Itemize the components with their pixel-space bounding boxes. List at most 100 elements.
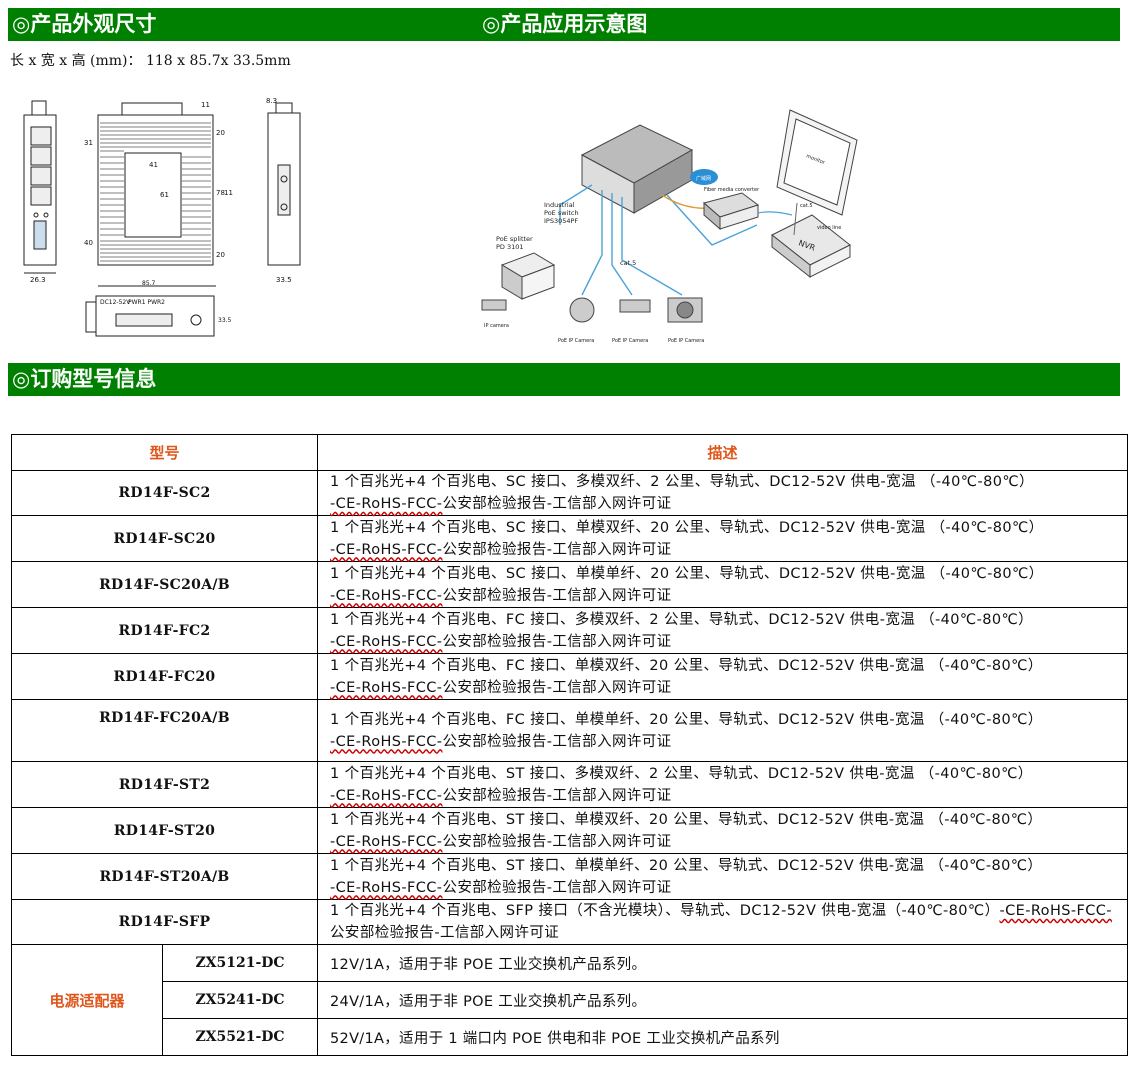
model-cell: RD14F-SC2 — [10, 470, 319, 516]
adapter-row: ZX5241-DC 24V/1A，适用于非 POE 工业交换机产品系列。 — [12, 981, 1129, 1019]
power-adapter-label: 电源适配器 — [11, 944, 163, 1056]
description-line-2: -CE-RoHS-FCC-公安部检验报告-工信部入网许可证 — [330, 585, 1127, 607]
cert-text: -CE-RoHS-FCC- — [999, 903, 1112, 919]
section-title-dimensions: ◎产品外观尺寸 — [12, 12, 157, 36]
model-cell: RD14F-FC20A/B — [10, 699, 319, 762]
cloud-icon: 广域网 — [690, 169, 718, 185]
report-text: 公安部检验报告-工信部入网许可证 — [442, 633, 672, 650]
section-title-ordering: ◎订购型号信息 — [12, 367, 157, 391]
description-line-1: 1 个百兆光+4 个百兆电、FC 接口、多模双纤、2 公里、导轨式、DC12-5… — [330, 611, 1034, 628]
table-row: RD14F-ST20A/B 1 个百兆光+4 个百兆电、ST 接口、单模单纤、2… — [10, 853, 1129, 900]
report-text: 公安部检验报告-工信部入网许可证 — [442, 496, 672, 512]
adapter-model-cell: ZX5121-DC — [161, 944, 319, 982]
dim-40-label: 40 — [84, 239, 93, 247]
adapter-model-cell: ZX5241-DC — [161, 981, 319, 1019]
report-text: 公安部检验报告-工信部入网许可证 — [442, 733, 672, 750]
application-diagram: 广域网 Industrial PoE switch IPS3054PF PoE … — [481, 109, 858, 344]
dome-camera-icon — [569, 297, 595, 323]
cert-text: -CE-RoHS-FCC- — [330, 733, 443, 750]
poe-camera-label-3: PoE IP Camera — [668, 338, 704, 344]
poe-splitter-icon — [500, 252, 556, 300]
ip-camera-icon — [481, 299, 507, 311]
description-cell: 1 个百兆光+4 个百兆电、ST 接口、单模双纤、20 公里、导轨式、DC12-… — [317, 807, 1129, 854]
report-text: 公安部检验报告-工信部入网许可证 — [442, 879, 672, 896]
rear-side-drawing: 8.3 33.5 — [266, 97, 301, 284]
svg-text:广域网: 广域网 — [696, 175, 711, 182]
description-cell: 1 个百兆光+4 个百兆电、FC 接口、多模双纤、2 公里、导轨式、DC12-5… — [317, 607, 1129, 654]
dimensions-text: 长 x 宽 x 高 (mm)： 118 x 85.7x 33.5mm — [10, 53, 291, 69]
video-line-label: video line — [817, 225, 841, 231]
adapter-model-cell: ZX5521-DC — [161, 1018, 319, 1056]
description-cell: 1 个百兆光+4 个百兆电、ST 接口、单模单纤、20 公里、导轨式、DC12-… — [317, 853, 1129, 900]
section-banner-ordering: ◎订购型号信息 — [8, 363, 1120, 396]
description-cell: 1 个百兆光+4 个百兆电、SFP 接口（不含光模块）、导轨式、DC12-52V… — [317, 899, 1129, 945]
table-row: RD14F-FC2 1 个百兆光+4 个百兆电、FC 接口、多模双纤、2 公里、… — [10, 607, 1129, 654]
dim-118-label: 118 — [224, 189, 233, 197]
dim-20a-label: 20 — [216, 129, 225, 137]
bottom-width-label: 85.7 — [142, 280, 156, 287]
cert-text: -CE-RoHS-FCC- — [330, 633, 443, 650]
dim-20b-label: 20 — [216, 251, 225, 259]
splitter-label-2: PD 3101 — [496, 243, 524, 251]
front-width-label: 26.3 — [30, 276, 46, 284]
description-cell: 1 个百兆光+4 个百兆电、SC 接口、多模双纤、2 公里、导轨式、DC12-5… — [317, 470, 1129, 516]
adapter-description-cell: 52V/1A，适用于 1 端口内 POE 供电和非 POE 工业交换机产品系列 — [317, 1018, 1129, 1056]
description-cell: 1 个百兆光+4 个百兆电、FC 接口、单模单纤、20 公里、导轨式、DC12-… — [317, 699, 1129, 762]
rear-top-label: 8.3 — [266, 97, 277, 105]
media-converter-icon — [702, 192, 760, 231]
cert-text: -CE-RoHS-FCC- — [330, 833, 443, 850]
description-line-2: -CE-RoHS-FCC-公安部检验报告-工信部入网许可证 — [330, 677, 1127, 699]
model-cell: RD14F-FC2 — [10, 607, 319, 654]
adapter-description-cell: 24V/1A，适用于非 POE 工业交换机产品系列。 — [317, 981, 1129, 1019]
description-line-1: 1 个百兆光+4 个百兆电、SFP 接口（不含光模块）、导轨式、DC12-52V… — [330, 903, 1112, 919]
table-row: RD14F-SC2 1 个百兆光+4 个百兆电、SC 接口、多模双纤、2 公里、… — [10, 470, 1129, 516]
section-banner-appearance: ◎产品外观尺寸 ◎产品应用示意图 — [8, 8, 1120, 41]
description-line-1: 1 个百兆光+4 个百兆电、SC 接口、单模双纤、20 公里、导轨式、DC12-… — [330, 519, 1044, 536]
description-line-1: 1 个百兆光+4 个百兆电、ST 接口、单模双纤、20 公里、导轨式、DC12-… — [330, 811, 1043, 828]
adapter-row: ZX5521-DC 52V/1A，适用于 1 端口内 POE 供电和非 POE … — [12, 1018, 1129, 1056]
dim-61-label: 61 — [160, 191, 169, 199]
description-cell: 1 个百兆光+4 个百兆电、SC 接口、单模双纤、20 公里、导轨式、DC12-… — [317, 515, 1129, 562]
report-text: 公安部检验报告-工信部入网许可证 — [442, 587, 672, 604]
dim-41-label: 41 — [149, 161, 158, 169]
cert-text: -CE-RoHS-FCC- — [330, 679, 443, 696]
description-line-1: 1 个百兆光+4 个百兆电、FC 接口、单模双纤、20 公里、导轨式、DC12-… — [330, 657, 1043, 674]
description-line-1: 1 个百兆光+4 个百兆电、SC 接口、多模双纤、2 公里、导轨式、DC12-5… — [330, 474, 1034, 490]
bottom-label-2: PWR1 PWR2 — [128, 299, 165, 306]
bottom-view-drawing: 85.7 DC12-52V PWR1 PWR2 33.5 — [85, 280, 232, 337]
table-row: RD14F-SC20 1 个百兆光+4 个百兆电、SC 接口、单模双纤、20 公… — [10, 515, 1129, 562]
converter-label: Fiber media converter — [704, 187, 760, 193]
report-text: 公安部检验报告-工信部入网许可证 — [442, 787, 672, 804]
switch-label-2: PoE switch — [544, 209, 579, 217]
bullet-camera-icon — [619, 299, 651, 313]
description-line-2: -CE-RoHS-FCC-公安部检验报告-工信部入网许可证 — [330, 831, 1127, 853]
table-row: RD14F-FC20A/B 1 个百兆光+4 个百兆电、FC 接口、单模单纤、2… — [10, 699, 1129, 762]
description-line-2: 公安部检验报告-工信部入网许可证 — [330, 925, 560, 941]
model-cell: RD14F-ST2 — [10, 761, 319, 808]
model-cell: RD14F-ST20 — [10, 807, 319, 854]
cert-text: -CE-RoHS-FCC- — [330, 541, 443, 558]
model-cell: RD14F-ST20A/B — [10, 853, 319, 900]
ordering-table: 型号 描述 RD14F-SC2 1 个百兆光+4 个百兆电、SC 接口、多模双纤… — [10, 434, 1129, 1056]
bottom-height-label: 33.5 — [218, 317, 232, 324]
cert-text: -CE-RoHS-FCC- — [330, 787, 443, 804]
table-row: RD14F-FC20 1 个百兆光+4 个百兆电、FC 接口、单模双纤、20 公… — [10, 653, 1129, 700]
splitter-label-1: PoE splitter — [496, 235, 533, 243]
dim-78-label: 78 — [216, 189, 225, 197]
description-line-2: -CE-RoHS-FCC-公安部检验报告-工信部入网许可证 — [330, 631, 1127, 653]
rear-width-label: 33.5 — [276, 276, 292, 284]
switch-label-3: IPS3054PF — [544, 217, 578, 225]
adapter-row: 电源适配器 ZX5121-DC 12V/1A，适用于非 POE 工业交换机产品系… — [11, 944, 1129, 1056]
model-cell: RD14F-SFP — [10, 899, 319, 945]
model-cell: RD14F-SC20 — [10, 515, 319, 562]
dim-11-label: 11 — [201, 101, 210, 109]
report-text: 公安部检验报告-工信部入网许可证 — [442, 679, 672, 696]
description-cell: 1 个百兆光+4 个百兆电、SC 接口、单模单纤、20 公里、导轨式、DC12-… — [317, 561, 1129, 608]
bottom-label-1: DC12-52V — [100, 299, 131, 306]
description-line-2: -CE-RoHS-FCC-公安部检验报告-工信部入网许可证 — [330, 493, 1127, 515]
description-line-2: -CE-RoHS-FCC-公安部检验报告-工信部入网许可证 — [330, 785, 1127, 807]
table-row-sfp: RD14F-SFP 1 个百兆光+4 个百兆电、SFP 接口（不含光模块）、导轨… — [10, 899, 1129, 945]
table-row: RD14F-SC20A/B 1 个百兆光+4 个百兆电、SC 接口、单模单纤、2… — [10, 561, 1129, 608]
cert-text: -CE-RoHS-FCC- — [330, 879, 443, 896]
switch-label-1: Industrial — [544, 201, 575, 209]
